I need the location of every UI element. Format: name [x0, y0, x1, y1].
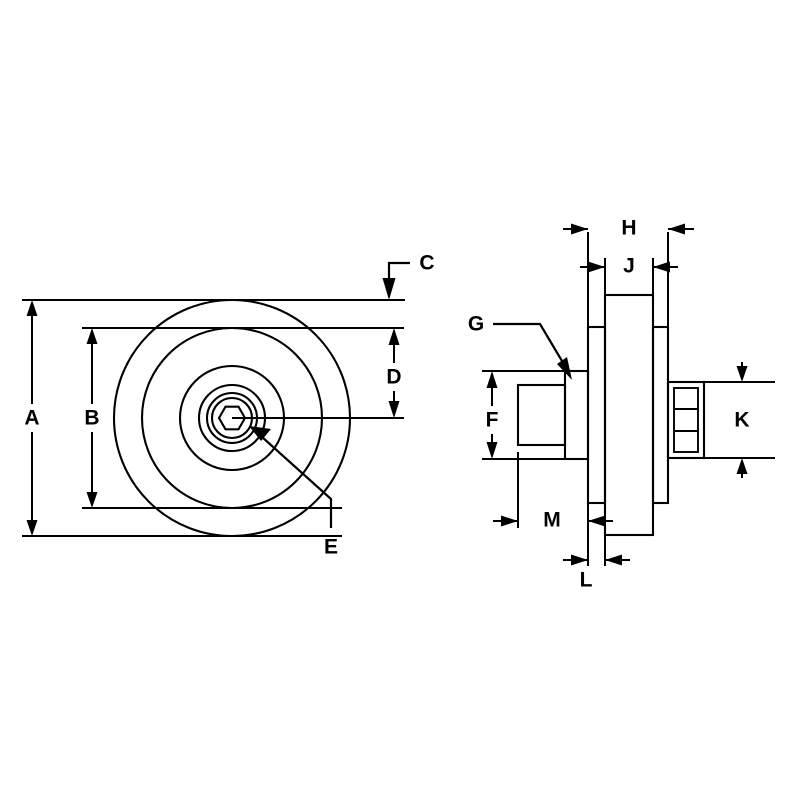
dimension-f-group: F [480, 370, 570, 460]
dimension-j-group: J [580, 255, 678, 297]
dimension-d-arrow-down [388, 401, 400, 418]
dimension-f-label-mask [480, 406, 504, 434]
dimension-m-label-mask [539, 507, 565, 535]
dimension-l-arrow-left [571, 554, 588, 566]
shaft-stub [516, 383, 567, 447]
dimension-h-arrow-right [668, 223, 685, 235]
dimension-k-arrow-down [736, 366, 748, 382]
wheel-body-center-slab [603, 293, 655, 537]
dimension-l-arrow-right [605, 554, 622, 566]
callout-e-label: E [324, 536, 338, 559]
dimension-a-arrow-down [26, 520, 38, 536]
threaded-stud-inner-outline [673, 387, 699, 453]
wheel-hub-slab-right [651, 325, 670, 505]
dimension-a-label: A [24, 407, 39, 430]
dimension-k-arrow-up [736, 458, 748, 474]
dimension-h-label: H [621, 217, 636, 240]
dimension-j-arrow-left [588, 261, 605, 273]
dimension-m-group: M [493, 452, 613, 535]
dimension-f-arrow-down [486, 442, 498, 459]
dimension-b-label-mask [80, 404, 104, 432]
dimension-k-group: K [704, 362, 775, 478]
shaft-collar-step [563, 369, 590, 461]
wheel-hub-slab-left [586, 325, 607, 505]
dimension-l-label: L [580, 569, 593, 592]
hex-socket-shape [217, 405, 247, 431]
dimension-k-label: K [734, 409, 749, 432]
dimension-f-label: F [486, 409, 499, 432]
callout-c-leader-line [387, 261, 410, 284]
dimension-d-label: D [386, 366, 401, 389]
callout-c-group: C [232, 252, 435, 301]
dimension-f-arrow-up [486, 371, 498, 388]
callout-g-label: G [468, 313, 484, 336]
threaded-stud-outline [666, 380, 706, 460]
callout-g-arrow [557, 357, 572, 380]
dimension-d-arrow-up [388, 328, 400, 345]
dimension-b-label: B [84, 407, 99, 430]
dimension-a-arrow-up [26, 300, 38, 316]
callout-g-leader-line [493, 322, 566, 367]
side-view-group: H J F G [468, 217, 775, 592]
callout-c-label: C [419, 252, 434, 275]
dimension-b-arrow-up [86, 328, 98, 344]
dimension-m-arrow-right [588, 515, 605, 527]
dimension-b-arrow-down [86, 492, 98, 508]
callout-e-leader-line [261, 436, 333, 528]
dimension-m-label: M [543, 509, 561, 532]
callout-e-group: E [249, 426, 338, 559]
dimension-b-group: B [80, 327, 342, 509]
callout-g-group: G [468, 313, 572, 380]
dimension-h-group: H [563, 217, 694, 330]
callout-c-arrow [382, 278, 396, 300]
callout-e-arrow [249, 426, 271, 441]
dimension-a-label-mask [20, 404, 44, 432]
dimension-m-arrow-left [501, 515, 518, 527]
dimension-d-label-mask [382, 363, 406, 391]
dimension-j-label: J [623, 255, 635, 278]
dimension-d-group: D [232, 327, 406, 419]
dimension-l-group: L [563, 503, 630, 592]
dimension-h-arrow-left [571, 223, 588, 235]
front-view-group: A B C D [20, 252, 435, 559]
dimension-j-arrow-right [653, 261, 670, 273]
